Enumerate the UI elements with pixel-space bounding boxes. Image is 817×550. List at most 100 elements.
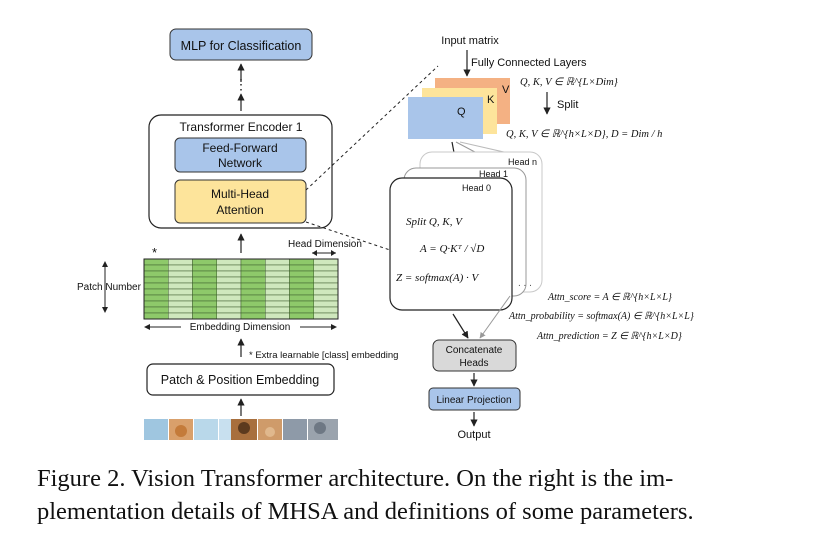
grid-cell [240,282,266,290]
grid-cell [216,282,242,290]
grid-border [143,258,339,320]
grid-cell [192,276,217,284]
grid-cell [240,294,266,302]
grid-cell [313,312,339,320]
split-label: Split [557,99,578,111]
grid-cell [313,288,339,296]
grid-cell [289,300,314,308]
grid-cell [216,288,242,296]
ffn-label-1: Feed-Forward [202,141,277,155]
grid-cell [168,264,193,272]
asterisk-label: * [152,245,157,260]
grid-cell [216,264,242,272]
grid-cell [143,300,169,308]
grid-cell [143,294,169,302]
input-matrix-label: Input matrix [441,35,499,47]
attention-equation: A = Q·Kᵀ / √D [419,243,484,255]
grid-cell [265,264,290,272]
grid-cell [216,294,242,302]
head-0-label: Head 0 [462,183,491,193]
patch-position-label: Patch & Position Embedding [161,373,319,387]
ffn-label-2: Network [218,156,263,170]
grid-cell [192,288,217,296]
grid-cell [240,300,266,308]
grid-cell [240,276,266,284]
split-equation: Split Q, K, V [406,216,463,228]
patch-number-label: Patch Number [77,282,142,293]
grid-cell [289,306,314,314]
grid-cell [192,306,217,314]
arrow-headn-to-concat [479,295,511,339]
grid-cell [192,312,217,320]
grid-cell [289,270,314,278]
fc-layers-label: Fully Connected Layers [471,57,587,69]
grid-cell [143,312,169,320]
grid-cell [313,264,339,272]
mha-label-2: Attention [216,203,263,217]
grid-cell [313,306,339,314]
grid-cell [168,282,193,290]
patch-embedding-grid [143,258,339,320]
grid-cell [216,258,242,266]
grid-cell [168,294,193,302]
grid-cell [289,294,314,302]
caption-line-2: plementation details of MHSA and definit… [37,498,694,525]
grid-cell [143,306,169,314]
grid-cell [216,300,242,308]
grid-cell [192,282,217,290]
grid-cell [289,276,314,284]
attn-prediction-def: Attn_prediction = Z ∈ ℝ^{h×L×D} [536,331,682,342]
embedding-dimension-label: Embedding Dimension [190,322,291,333]
grid-cell [240,264,266,272]
grid-cell [240,288,266,296]
grid-cell [313,300,339,308]
heads-ellipsis: . . . [518,278,532,289]
grid-cell [192,270,217,278]
qkv-split-shape: Q, K, V ∈ ℝ^{h×L×D}, D = Dim / h [506,129,662,140]
grid-cell [265,270,290,278]
grid-cell [289,258,314,266]
image-patches-strip [144,419,338,440]
grid-cell [192,258,217,266]
grid-cell [143,264,169,272]
caption-line-1: Figure 2. Vision Transformer architectur… [37,465,674,492]
head-n-label: Head n [508,157,537,167]
vit-diagram: MLP for Classification ⋮ Transformer Enc… [77,28,694,441]
figure-caption: Figure 2. Vision Transformer architectur… [37,462,787,528]
grid-cell [289,288,314,296]
grid-cell [289,264,314,272]
head-dimension-label: Head Dimension [288,239,362,250]
patch-position-box [146,363,335,396]
grid-cell [216,276,242,284]
grid-cell [168,258,193,266]
mha-box [174,179,307,224]
grid-cell [265,288,290,296]
encoder-title: Transformer Encoder 1 [180,120,303,134]
grid-cell [265,276,290,284]
grid-cell [265,312,290,320]
attn-probability-def: Attn_probability = softmax(A) ∈ ℝ^{h×L×L… [508,311,694,322]
grid-cell [313,270,339,278]
output-equation: Z = softmax(A) · V [396,272,480,284]
grid-cell [143,288,169,296]
grid-cell [168,270,193,278]
grid-cell [168,300,193,308]
grid-cell [265,258,290,266]
grid-cell [216,312,242,320]
linear-projection-label: Linear Projection [436,395,511,406]
attn-score-def: Attn_score = A ∈ ℝ^{h×L×L} [547,292,672,303]
grid-cell [289,312,314,320]
grid-cell [192,294,217,302]
ellipsis-vertical: ⋮ [234,76,248,92]
mha-label-1: Multi-Head [211,187,269,201]
grid-cell [313,276,339,284]
extra-token-label: * Extra learnable [class] embedding [249,350,398,361]
grid-cell [168,288,193,296]
grid-cell [192,300,217,308]
grid-cell [240,270,266,278]
grid-cell [143,282,169,290]
grid-cell [168,312,193,320]
grid-cell [143,270,169,278]
grid-cell [289,282,314,290]
grid-cell [313,294,339,302]
